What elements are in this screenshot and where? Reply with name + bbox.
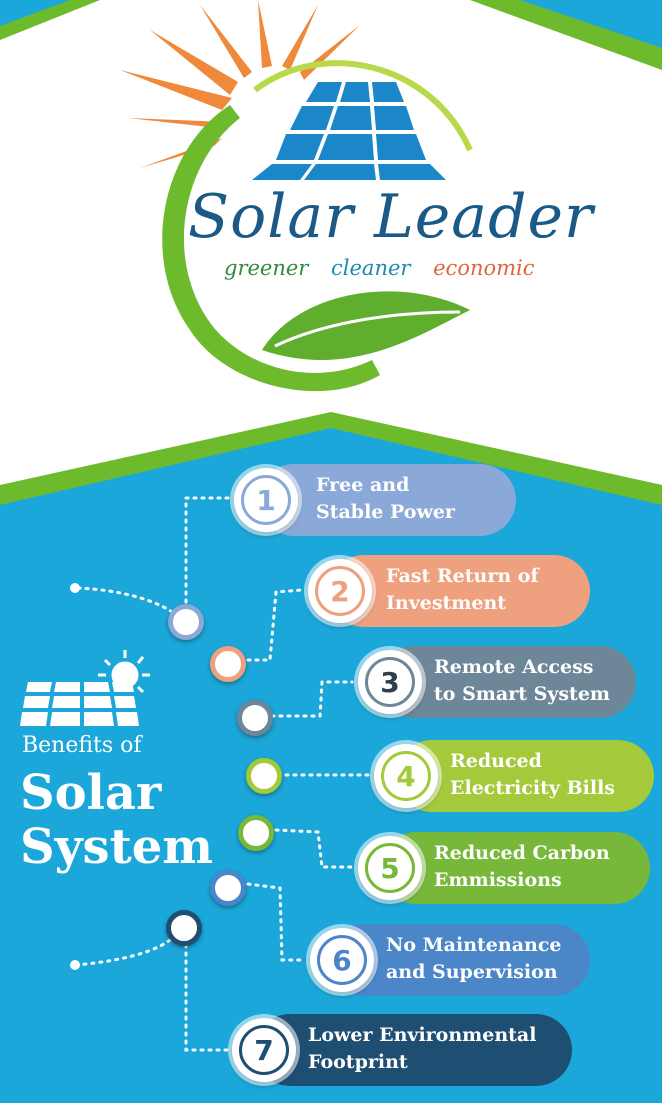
benefit-3-number: 3 (365, 657, 415, 707)
benefit-5-text: Reduced Carbon Emmissions (434, 840, 610, 894)
benefit-1-text: Free and Stable Power (316, 472, 455, 526)
connector-dot-6 (210, 870, 246, 906)
benefit-3-text: Remote Access to Smart System (434, 654, 610, 708)
benefit-4-number: 4 (381, 751, 431, 801)
benefit-4-line2: Electricity Bills (450, 777, 615, 799)
brand-tagline: greener cleaner economic (224, 256, 551, 280)
benefit-1-number-badge: 1 (234, 468, 298, 532)
benefit-6-number: 6 (317, 935, 367, 985)
connector-dot-2 (210, 646, 246, 682)
benefit-2-line2: Investment (386, 592, 507, 614)
connector-end-dot (70, 960, 80, 970)
benefit-7-line2: Footprint (308, 1051, 408, 1073)
benefit-2-number: 2 (315, 566, 365, 616)
benefit-2-line1: Fast Return of (386, 565, 539, 587)
benefit-4-line1: Reduced (450, 750, 542, 772)
panel-subtitle: Benefits of (22, 733, 142, 758)
benefit-5-line2: Emmissions (434, 869, 562, 891)
brand-name: Solar Leader (188, 182, 594, 252)
top-left-stripe-blue (0, 0, 70, 26)
benefit-3-line2: to Smart System (434, 683, 611, 705)
connector-dot-3 (237, 700, 273, 736)
connector-dot-7 (166, 910, 202, 946)
benefit-5-line1: Reduced Carbon (434, 842, 610, 864)
benefit-2-number-badge: 2 (308, 559, 372, 623)
benefit-7: Lower Environmental Footprint (254, 1014, 572, 1086)
connector-dot-4 (246, 758, 282, 794)
benefit-1: Free and Stable Power (258, 464, 516, 536)
small-solar-panel-icon (20, 682, 139, 726)
benefit-4-number-badge: 4 (374, 744, 438, 808)
benefit-3-number-badge: 3 (358, 650, 422, 714)
benefit-7-text: Lower Environmental Footprint (308, 1022, 536, 1076)
benefit-1-line2: Stable Power (316, 501, 455, 523)
tagline-word-economic: economic (433, 256, 535, 280)
solar-panel-logo-icon (252, 82, 446, 180)
benefit-5-number: 5 (365, 843, 415, 893)
leaf-icon (262, 291, 470, 360)
benefit-4: Reduced Electricity Bills (396, 740, 654, 812)
benefit-6-text: No Maintenance and Supervision (386, 932, 562, 986)
panel-title-line1: Solar (20, 765, 162, 821)
tagline-word-cleaner: cleaner (331, 256, 411, 280)
benefit-7-number-badge: 7 (232, 1018, 296, 1082)
top-right-stripe-blue (520, 0, 662, 48)
benefit-7-number: 7 (239, 1025, 289, 1075)
benefit-3-line1: Remote Access (434, 656, 594, 678)
benefit-6-number-badge: 6 (310, 928, 374, 992)
benefit-5-number-badge: 5 (358, 836, 422, 900)
connector-dot-1 (168, 604, 204, 640)
leaf-vein (274, 310, 461, 348)
green-arc-top (253, 60, 473, 152)
benefit-1-number: 1 (241, 475, 291, 525)
benefit-5: Reduced Carbon Emmissions (380, 832, 650, 904)
tagline-word-greener: greener (224, 256, 309, 280)
connector-end-dot (70, 583, 80, 593)
benefit-7-line1: Lower Environmental (308, 1024, 537, 1046)
benefit-6-line2: and Supervision (386, 961, 558, 983)
panel-title: Solar System (20, 766, 213, 874)
connector-dot-5 (238, 815, 274, 851)
benefit-6-line1: No Maintenance (386, 934, 562, 956)
benefit-2-text: Fast Return of Investment (386, 563, 539, 617)
panel-title-line2: System (20, 819, 214, 875)
benefit-4-text: Reduced Electricity Bills (450, 748, 615, 802)
benefit-1-line1: Free and (316, 474, 410, 496)
